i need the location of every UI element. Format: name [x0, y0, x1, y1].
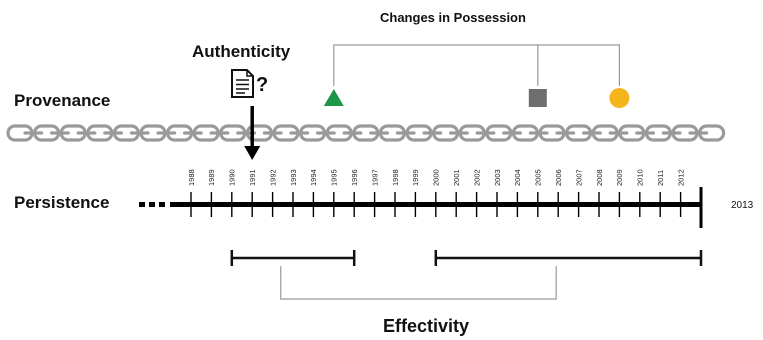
year-label: 1988 [187, 169, 196, 186]
provenance-chain [6, 124, 726, 142]
year-label: 2001 [452, 169, 461, 186]
possession-marker-square [528, 89, 547, 107]
timeline-dash [149, 202, 155, 207]
authenticity-question-mark: ? [256, 74, 269, 96]
year-label: 1998 [391, 169, 400, 186]
year-label: 2010 [636, 169, 645, 186]
year-label: 1991 [248, 169, 257, 186]
authenticity-label: Authenticity [192, 42, 291, 61]
year-label: 2012 [676, 169, 685, 186]
year-label: 2004 [513, 169, 522, 186]
year-label: 1994 [309, 169, 318, 186]
year-label: 1990 [228, 169, 237, 186]
effectivity-label: Effectivity [383, 316, 470, 336]
timeline-dash [139, 202, 145, 207]
year-label: 2000 [432, 169, 441, 186]
chain-link [697, 124, 726, 142]
year-label: 1997 [370, 169, 379, 186]
document-icon [231, 69, 254, 98]
year-label: 2002 [472, 169, 481, 186]
year-label: 2007 [574, 169, 583, 186]
year-label: 1989 [207, 169, 216, 186]
possession-marker-circle [609, 88, 630, 108]
year-label: 2006 [554, 169, 563, 186]
possession-marker-triangle [323, 89, 344, 106]
year-label: 2008 [595, 169, 604, 186]
effectivity-periods [230, 250, 703, 266]
year-label: 2003 [493, 169, 502, 186]
timeline-dash [159, 202, 165, 207]
year-label: 2009 [615, 169, 624, 186]
persistence-label: Persistence [14, 193, 110, 212]
possession-markers [323, 88, 630, 108]
effectivity-bracket [280, 266, 557, 300]
year-label: 1999 [411, 169, 420, 186]
arrow-down-icon [244, 106, 261, 160]
year-label: 2005 [534, 169, 543, 186]
year-label: 1996 [350, 169, 359, 186]
timeline-end-year: 2013 [731, 200, 754, 211]
provenance-label: Provenance [14, 91, 111, 110]
possession-bracket [333, 44, 620, 86]
year-label: 1992 [268, 169, 277, 186]
changes-in-possession-label: Changes in Possession [380, 10, 526, 25]
year-label: 1995 [330, 169, 339, 186]
persistence-timeline: 1988 1989 1990 1991 1992 1993 1994 1995 1996 1997… [139, 169, 703, 228]
year-label: 1993 [289, 169, 298, 186]
year-label: 2011 [656, 170, 665, 186]
